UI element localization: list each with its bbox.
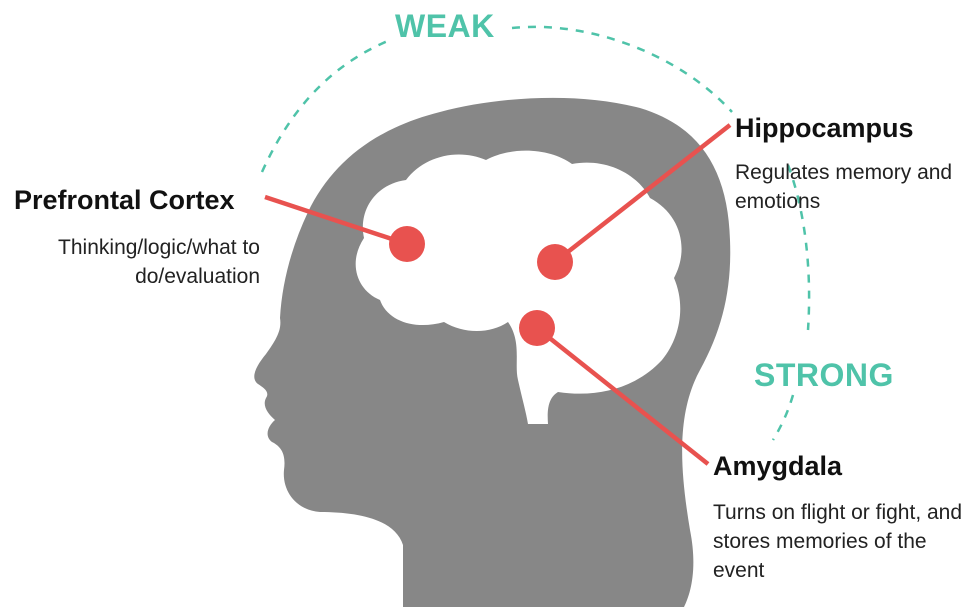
hippocampus-marker [537, 244, 573, 280]
strong-label: STRONG [754, 357, 894, 394]
amygdala-marker [519, 310, 555, 346]
prefrontal-marker [389, 226, 425, 262]
amygdala-title: Amygdala [713, 451, 842, 482]
hippocampus-description: Regulates memory and emotions [735, 158, 960, 216]
hippocampus-title: Hippocampus [735, 113, 914, 144]
prefrontal-cortex-description: Thinking/logic/what to do/evaluation [16, 233, 260, 291]
prefrontal-cortex-title: Prefrontal Cortex [14, 185, 235, 216]
weak-label: WEAK [395, 8, 495, 45]
amygdala-description: Turns on flight or fight, and stores mem… [713, 498, 965, 585]
